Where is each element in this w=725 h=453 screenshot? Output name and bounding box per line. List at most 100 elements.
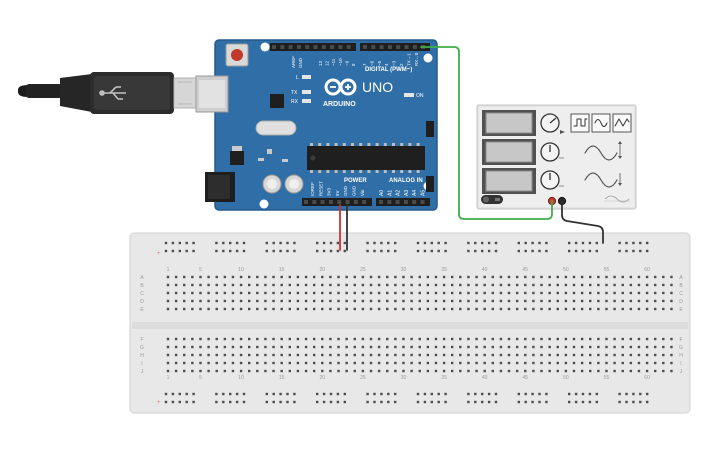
power-rail-hole[interactable] — [444, 241, 447, 245]
breadboard-hole[interactable] — [256, 369, 259, 373]
breadboard-hole[interactable] — [386, 283, 389, 287]
breadboard-hole[interactable] — [386, 369, 389, 373]
breadboard-hole[interactable] — [459, 369, 462, 373]
power-rail-hole[interactable] — [343, 400, 346, 404]
breadboard-hole[interactable] — [199, 291, 202, 295]
power-rail-hole[interactable] — [178, 392, 181, 396]
breadboard-hole[interactable] — [515, 283, 519, 287]
header-pin-hole[interactable] — [387, 200, 392, 204]
breadboard-hole[interactable] — [288, 291, 291, 295]
breadboard-hole[interactable] — [475, 299, 478, 303]
power-rail-hole[interactable] — [517, 400, 520, 404]
breadboard-hole[interactable] — [499, 369, 503, 373]
power-rail-hole[interactable] — [625, 249, 628, 253]
breadboard-hole[interactable] — [426, 361, 430, 365]
power-rail-hole[interactable] — [164, 249, 168, 253]
breadboard-hole[interactable] — [321, 353, 324, 357]
breadboard-hole[interactable] — [605, 291, 608, 295]
breadboard-hole[interactable] — [637, 275, 641, 279]
breadboard-hole[interactable] — [264, 337, 267, 341]
breadboard-hole[interactable] — [199, 345, 202, 349]
power-rail-hole[interactable] — [293, 392, 296, 396]
breadboard-hole[interactable] — [459, 283, 462, 287]
breadboard-hole[interactable] — [597, 283, 600, 287]
breadboard-hole[interactable] — [369, 337, 373, 341]
breadboard-hole[interactable] — [621, 337, 624, 341]
header-pin-hole[interactable] — [312, 200, 317, 204]
breadboard-hole[interactable] — [272, 283, 275, 287]
breadboard-hole[interactable] — [394, 345, 397, 349]
breadboard-hole[interactable] — [662, 337, 665, 341]
breadboard-hole[interactable] — [361, 345, 365, 349]
breadboard-hole[interactable] — [532, 283, 535, 287]
breadboard-hole[interactable] — [597, 299, 600, 303]
breadboard-hole[interactable] — [483, 283, 486, 287]
breadboard-hole[interactable] — [248, 345, 251, 349]
breadboard-hole[interactable] — [589, 361, 592, 365]
breadboard-hole[interactable] — [426, 307, 430, 311]
power-rail-hole[interactable] — [293, 249, 296, 253]
breadboard-hole[interactable] — [369, 361, 373, 365]
breadboard-hole[interactable] — [670, 299, 673, 303]
breadboard-hole[interactable] — [329, 361, 332, 365]
power-rail-hole[interactable] — [574, 400, 578, 404]
breadboard-hole[interactable] — [426, 291, 430, 295]
breadboard-hole[interactable] — [597, 345, 600, 349]
breadboard-hole[interactable] — [248, 361, 251, 365]
breadboard-hole[interactable] — [207, 291, 210, 295]
breadboard-hole[interactable] — [605, 353, 608, 357]
breadboard-hole[interactable] — [524, 369, 527, 373]
breadboard-hole[interactable] — [613, 353, 616, 357]
breadboard-hole[interactable] — [491, 337, 494, 341]
breadboard-hole[interactable] — [499, 307, 503, 311]
signal-wire[interactable] — [420, 46, 553, 220]
breadboard-hole[interactable] — [231, 353, 235, 357]
breadboard-hole[interactable] — [231, 299, 235, 303]
breadboard-hole[interactable] — [345, 307, 348, 311]
breadboard-hole[interactable] — [166, 345, 170, 349]
breadboard-hole[interactable] — [483, 275, 486, 279]
power-rail-hole[interactable] — [618, 249, 621, 253]
breadboard-hole[interactable] — [377, 345, 381, 349]
power-rail-hole[interactable] — [229, 392, 232, 396]
power-rail-hole[interactable] — [524, 249, 527, 253]
breadboard-hole[interactable] — [613, 307, 616, 311]
header-pin-hole[interactable] — [395, 200, 400, 204]
header-pin-hole[interactable] — [412, 200, 417, 204]
breadboard-hole[interactable] — [321, 283, 324, 287]
breadboard-hole[interactable] — [296, 283, 300, 287]
breadboard-hole[interactable] — [605, 283, 608, 287]
breadboard-hole[interactable] — [507, 283, 511, 287]
breadboard-hole[interactable] — [434, 337, 438, 341]
breadboard-hole[interactable] — [264, 307, 267, 311]
breadboard-hole[interactable] — [548, 369, 551, 373]
breadboard-hole[interactable] — [499, 361, 503, 365]
breadboard-hole[interactable] — [451, 353, 454, 357]
function-generator[interactable] — [476, 104, 637, 210]
breadboard-hole[interactable] — [345, 337, 348, 341]
breadboard-hole[interactable] — [239, 307, 243, 311]
breadboard-hole[interactable] — [491, 353, 494, 357]
breadboard-hole[interactable] — [572, 283, 576, 287]
breadboard-hole[interactable] — [572, 275, 576, 279]
breadboard-hole[interactable] — [654, 369, 657, 373]
breadboard-hole[interactable] — [329, 299, 332, 303]
breadboard-hole[interactable] — [369, 283, 373, 287]
breadboard-hole[interactable] — [499, 299, 503, 303]
breadboard-hole[interactable] — [312, 361, 316, 365]
breadboard-hole[interactable] — [597, 369, 600, 373]
breadboard-hole[interactable] — [548, 299, 551, 303]
breadboard-hole[interactable] — [361, 307, 365, 311]
power-rail-hole[interactable] — [531, 241, 534, 245]
breadboard-hole[interactable] — [239, 369, 243, 373]
breadboard-hole[interactable] — [589, 291, 592, 295]
breadboard-hole[interactable] — [369, 345, 373, 349]
breadboard-hole[interactable] — [467, 283, 470, 287]
breadboard-hole[interactable] — [597, 307, 600, 311]
breadboard-hole[interactable] — [580, 299, 584, 303]
breadboard-hole[interactable] — [386, 361, 389, 365]
breadboard-hole[interactable] — [353, 283, 356, 287]
breadboard-hole[interactable] — [621, 345, 624, 349]
breadboard-hole[interactable] — [296, 307, 300, 311]
power-rail-hole[interactable] — [215, 392, 218, 396]
